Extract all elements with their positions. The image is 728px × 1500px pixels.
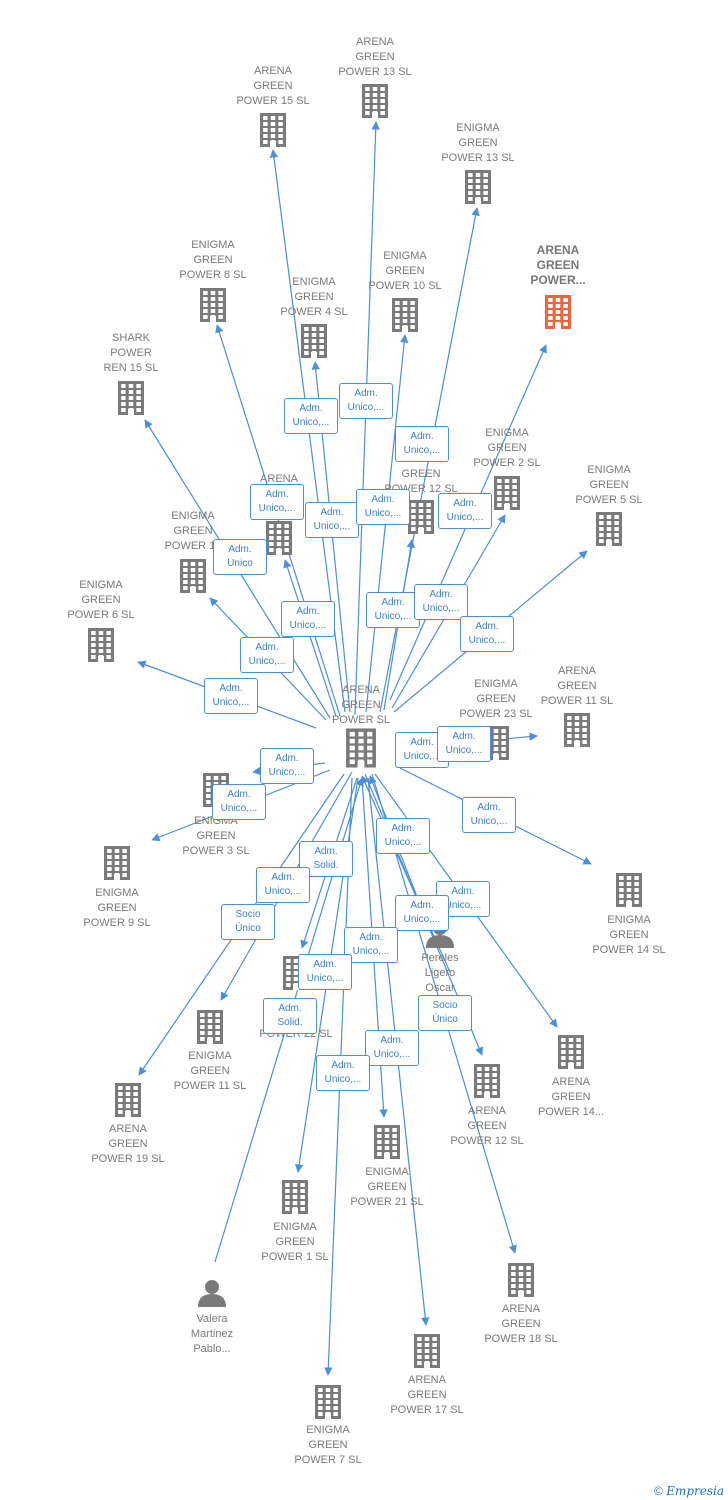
- building-icon[interactable]: [180, 559, 206, 593]
- node-label-eg7[interactable]: ENIGMA GREEN POWER 7 SL: [294, 1424, 362, 1466]
- relation-edge: [215, 324, 341, 717]
- copyright-icon: ©: [654, 1484, 663, 1498]
- relation-label[interactable]: Adm. Unico,...: [281, 601, 335, 637]
- building-icon[interactable]: [508, 1263, 534, 1297]
- node-label-ag19[interactable]: ARENA GREEN POWER 19 SL: [91, 1123, 165, 1165]
- node-label-eg1[interactable]: ENIGMA GREEN POWER 1 SL: [261, 1221, 329, 1263]
- node-label-valera[interactable]: Valera Martinez Pablo...: [190, 1313, 234, 1355]
- node-label-eg15[interactable]: ENIGMA GREEN POWER 15: [164, 510, 222, 552]
- relation-label[interactable]: Adm. Unico,...: [395, 426, 449, 462]
- node-label-eg2[interactable]: ENIGMA GREEN POWER 2 SL: [473, 427, 541, 469]
- node-label-eg13[interactable]: ENIGMA GREEN POWER 13 SL: [441, 122, 515, 164]
- relation-label[interactable]: Adm. Unico: [213, 539, 267, 575]
- relation-label[interactable]: Adm. Unico,...: [460, 616, 514, 652]
- building-icon[interactable]: [558, 1035, 584, 1069]
- node-label-eg23[interactable]: ENIGMA GREEN POWER 23 SL: [459, 678, 533, 720]
- building-icon[interactable]: [266, 521, 292, 555]
- node-label-eg11[interactable]: ENIGMA GREEN POWER 11 SL: [173, 1050, 247, 1092]
- building-icon[interactable]: [346, 728, 376, 768]
- relation-label[interactable]: Adm. Unico,...: [260, 748, 314, 784]
- relation-label[interactable]: Adm. Unico,...: [240, 637, 294, 673]
- building-icon[interactable]: [596, 512, 622, 546]
- relation-label[interactable]: Adm. Solid.: [263, 998, 317, 1034]
- relation-label[interactable]: Adm. Unico,...: [414, 584, 468, 620]
- node-label-eg8[interactable]: ENIGMA GREEN POWER 8 SL: [179, 239, 247, 281]
- relation-label[interactable]: Adm. Unico,...: [366, 592, 420, 628]
- relation-label[interactable]: Adm. Unico,...: [212, 784, 266, 820]
- building-icon[interactable]: [118, 381, 144, 415]
- relation-label[interactable]: Adm. Unico,...: [316, 1055, 370, 1091]
- node-label-ag15[interactable]: ARENA GREEN POWER 15 SL: [236, 65, 310, 107]
- building-icon[interactable]: [362, 84, 388, 118]
- node-label-agpw[interactable]: ARENA GREEN POWER...: [530, 243, 586, 287]
- node-label-eg10[interactable]: ENIGMA GREEN POWER 10 SL: [368, 250, 442, 292]
- building-icon[interactable]: [200, 288, 226, 322]
- building-icon[interactable]: [414, 1334, 440, 1368]
- node-label-ag14[interactable]: ARENA GREEN POWER 14...: [537, 1076, 605, 1118]
- building-icon[interactable]: [260, 113, 286, 147]
- building-icon[interactable]: [282, 1180, 308, 1214]
- building-icon[interactable]: [465, 170, 491, 204]
- relation-label[interactable]: Adm. Unico,...: [298, 954, 352, 990]
- building-icon[interactable]: [408, 500, 434, 534]
- building-icon[interactable]: [494, 476, 520, 510]
- brand-logo[interactable]: Empresia: [666, 1484, 724, 1498]
- building-icon[interactable]: [474, 1064, 500, 1098]
- node-label-ag18[interactable]: ARENA GREEN POWER 18 SL: [484, 1303, 558, 1345]
- relation-label[interactable]: Socio Único: [418, 995, 472, 1031]
- building-icon[interactable]: [564, 713, 590, 747]
- building-icon[interactable]: [197, 1010, 223, 1044]
- relation-edge: [283, 559, 337, 717]
- relation-label[interactable]: Adm. Unico,...: [204, 678, 258, 714]
- node-label-eg14[interactable]: ENIGMA GREEN POWER 14 SL: [592, 914, 666, 956]
- node-label-ag12[interactable]: ARENA GREEN POWER 12 SL: [450, 1105, 524, 1147]
- person-icon[interactable]: [198, 1280, 226, 1307]
- building-icon[interactable]: [104, 846, 130, 880]
- node-label-eg5[interactable]: ENIGMA GREEN POWER 5 SL: [575, 464, 643, 506]
- node-label-eg21[interactable]: ENIGMA GREEN POWER 21 SL: [350, 1166, 424, 1208]
- node-label-eg9[interactable]: ENIGMA GREEN POWER 9 SL: [83, 887, 151, 929]
- building-icon[interactable]: [392, 298, 418, 332]
- relation-label[interactable]: Adm. Unico,...: [438, 493, 492, 529]
- node-label-eg3[interactable]: ENIGMA GREEN POWER 3 SL: [182, 815, 250, 857]
- node-label-ag17[interactable]: ARENA GREEN POWER 17 SL: [390, 1374, 464, 1416]
- relation-label[interactable]: Adm. Unico,...: [395, 895, 449, 931]
- relation-label[interactable]: Adm. Unico,...: [437, 726, 491, 762]
- building-icon[interactable]: [616, 873, 642, 907]
- icons-layer: [88, 84, 642, 1419]
- node-label-eg4[interactable]: ENIGMA GREEN POWER 4 SL: [280, 276, 348, 318]
- relation-label[interactable]: Adm. Unico,...: [462, 797, 516, 833]
- node-label-center[interactable]: ARENA GREEN POWER SL: [331, 684, 391, 726]
- building-icon[interactable]: [88, 628, 114, 662]
- node-label-pereles[interactable]: Pereles Ligero Oscar: [421, 952, 459, 994]
- building-icon[interactable]: [115, 1083, 141, 1117]
- relation-label[interactable]: Adm. Unico,...: [376, 818, 430, 854]
- building-icon[interactable]: [545, 295, 571, 329]
- relation-label[interactable]: Adm. Unico,...: [284, 398, 338, 434]
- relation-label[interactable]: Adm. Unico,...: [365, 1030, 419, 1066]
- relation-label[interactable]: Adm. Unico,...: [250, 484, 304, 520]
- relation-label[interactable]: Adm. Unico,...: [339, 383, 393, 419]
- node-label-eg6[interactable]: ENIGMA GREEN POWER 6 SL: [67, 579, 135, 621]
- node-label-ag13[interactable]: ARENA GREEN POWER 13 SL: [338, 36, 412, 78]
- node-label-ag11[interactable]: ARENA GREEN POWER 11 SL: [540, 665, 614, 707]
- building-icon[interactable]: [315, 1385, 341, 1419]
- relation-label[interactable]: Socio Único: [221, 904, 275, 940]
- relation-label[interactable]: Adm. Unico,...: [256, 867, 310, 903]
- building-icon[interactable]: [374, 1125, 400, 1159]
- relation-label[interactable]: Adm. Unico,...: [305, 502, 359, 538]
- relation-label[interactable]: Adm. Unico,...: [344, 927, 398, 963]
- footer: © Empresia: [654, 1484, 724, 1498]
- building-icon[interactable]: [301, 324, 327, 358]
- node-label-shark[interactable]: SHARK POWER REN 15 SL: [103, 332, 159, 374]
- relation-label[interactable]: Adm. Unico,...: [356, 489, 410, 525]
